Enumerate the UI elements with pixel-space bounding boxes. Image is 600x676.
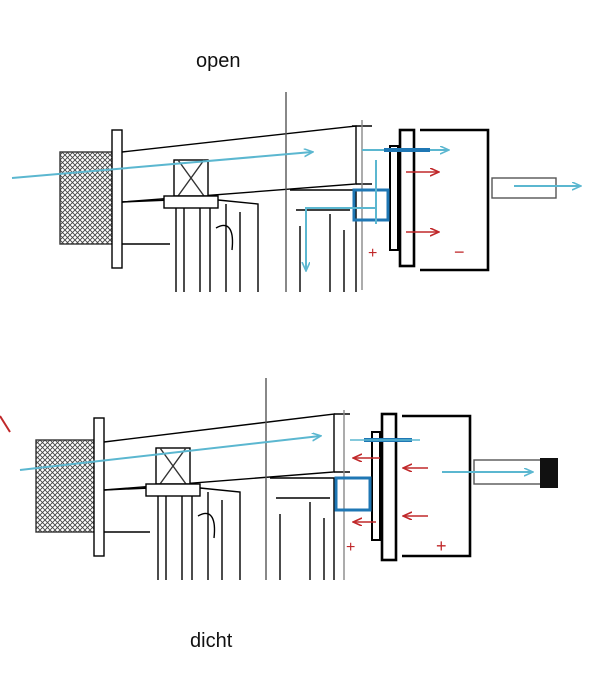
- knurled-knob: [59, 151, 119, 245]
- state-label-closed: dicht: [190, 630, 233, 652]
- red-pointer-left: [0, 415, 11, 433]
- valve-closed-view: [35, 378, 543, 580]
- cone-housing: [121, 125, 357, 203]
- diaphragm-plate: [380, 412, 398, 562]
- force-arrows-open: [406, 172, 438, 232]
- cap-body: [402, 414, 472, 558]
- force-arrows-closed: [354, 458, 428, 522]
- flow-arrows-closed: [19, 436, 532, 472]
- sign-top-right: −: [454, 242, 465, 262]
- stopper-plug: [540, 458, 558, 488]
- sign-bottom-left: +: [346, 539, 355, 556]
- valve-open-view: [59, 92, 557, 292]
- outlet-spigot: [491, 177, 557, 199]
- knurled-knob: [35, 439, 97, 533]
- sign-top-left: +: [368, 245, 377, 262]
- highlight-box-open: [352, 188, 390, 222]
- state-label-open: open: [196, 50, 241, 72]
- cone-housing: [103, 413, 335, 491]
- highlight-box-closed: [334, 476, 372, 512]
- cap-body: [420, 128, 490, 272]
- sign-bottom-right: +: [436, 536, 447, 556]
